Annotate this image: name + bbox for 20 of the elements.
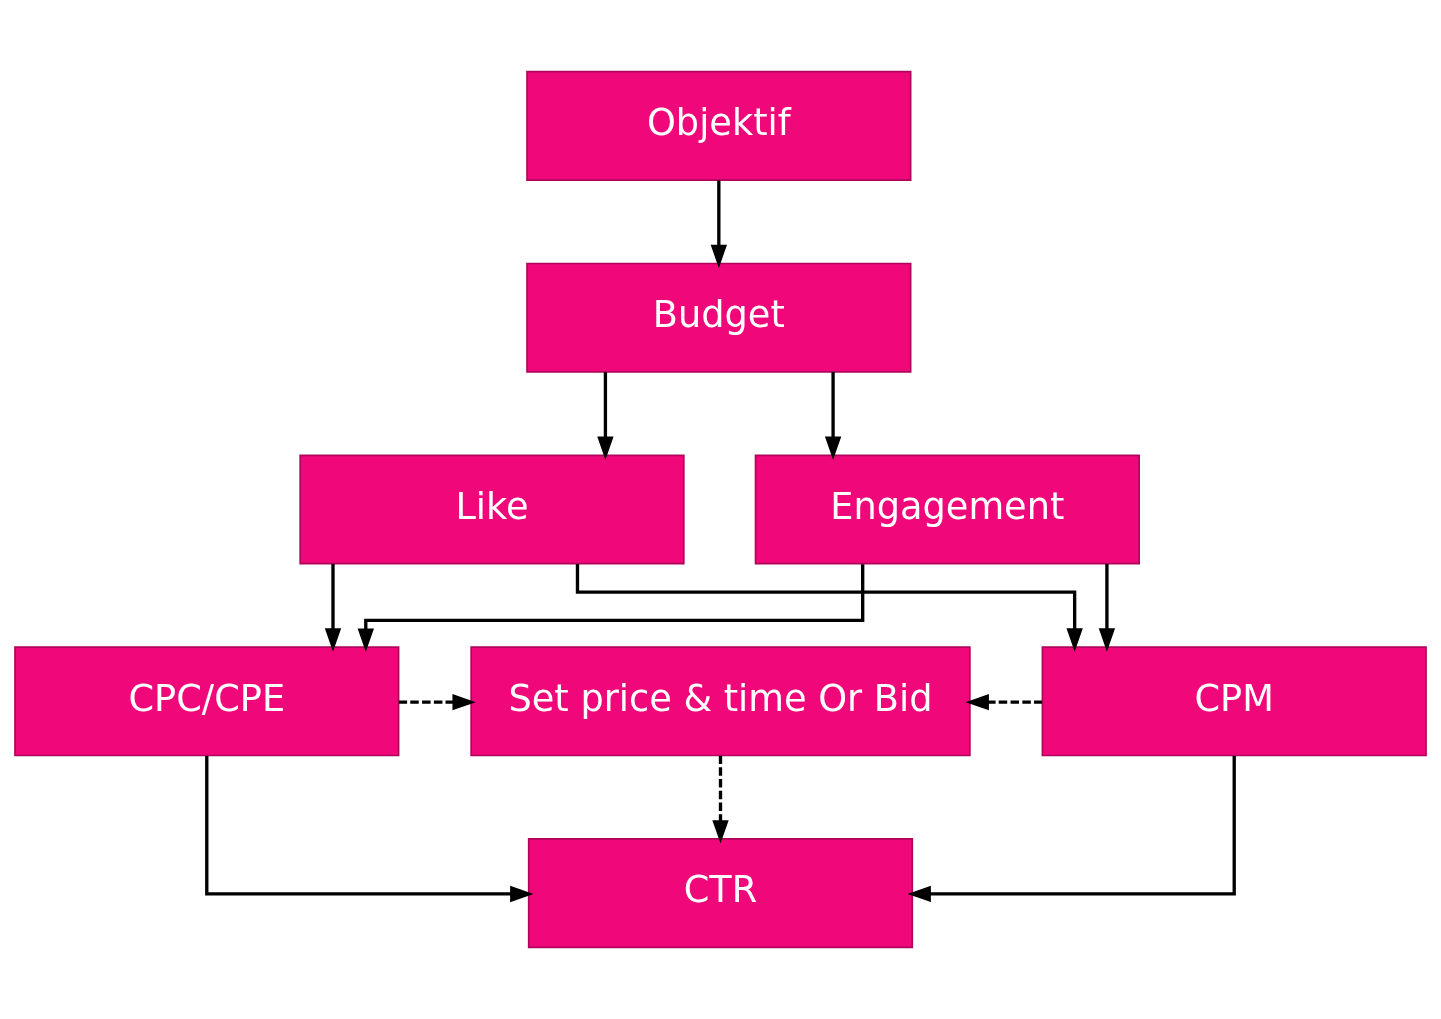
arrow [1098,563,1116,652]
node-box: CTR [527,838,914,949]
arrow [357,564,865,652]
node-box: Like [299,454,685,565]
arrow [205,756,534,903]
arrow [907,756,1236,903]
arrow [575,564,1083,652]
node-box: Objektif [526,70,912,181]
arrow [824,372,842,460]
arrow [597,372,614,460]
arrow [712,755,729,844]
node-box: CPM [1041,646,1427,757]
node-box: Engagement [754,454,1140,565]
node-box: Budget [526,262,912,373]
arrow [710,180,728,269]
arrow [398,693,476,711]
arrow [965,693,1042,711]
node-box: CPC/CPE [14,646,400,757]
arrow [324,563,342,652]
node-box: Set price & time Or Bid [470,646,971,757]
